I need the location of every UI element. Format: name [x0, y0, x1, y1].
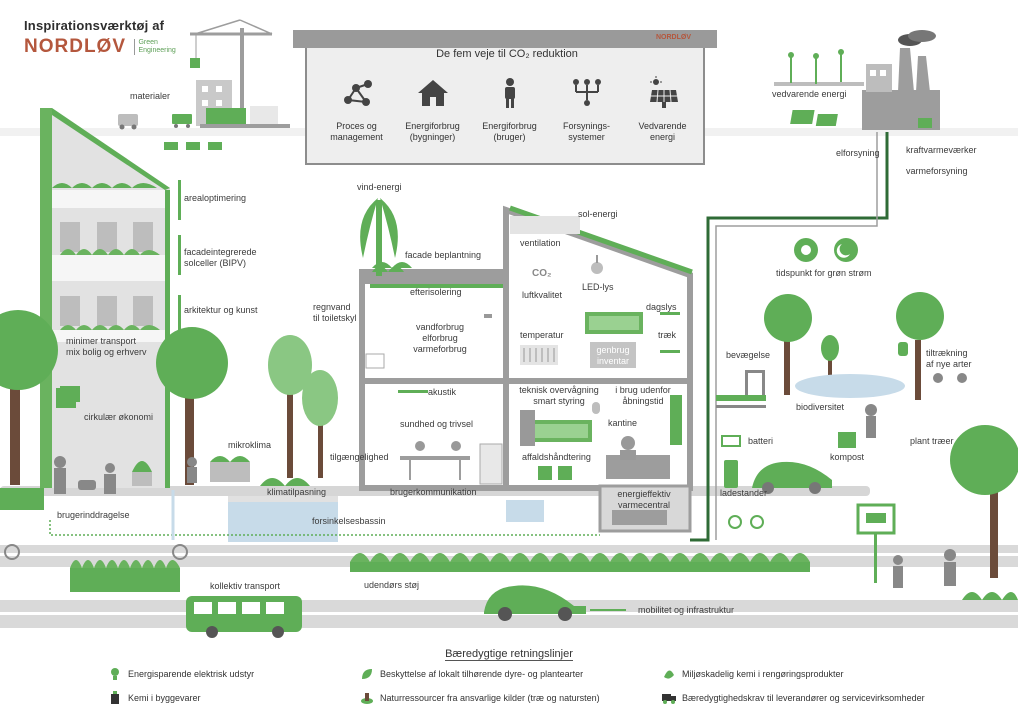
sign-header-bar: NORDLØV	[293, 30, 717, 48]
office-building	[228, 205, 693, 542]
sign-title: De fem veje til CO₂ reduktion	[436, 48, 578, 60]
guideline-item-2: Kemi i byggevarer	[108, 691, 201, 705]
network-icon	[343, 80, 372, 106]
bulb-icon	[111, 668, 119, 680]
label-udendors: udendørs støj	[364, 580, 420, 590]
guideline-item-5: Miljøskadelig kemi i rengøringsprodukter	[662, 667, 844, 681]
brand-tagline-line-2: Engineering	[138, 47, 176, 54]
way-supply-label: Forsynings-systemer	[562, 121, 610, 142]
label-sol: sol-energi	[578, 209, 618, 219]
guideline-item-1: Energisparende elektrisk udstyr	[108, 667, 254, 681]
label-ventilation: ventilation	[520, 238, 561, 248]
construction-site	[118, 19, 290, 150]
label-akustik: akustik	[428, 387, 457, 397]
power-plant	[774, 30, 940, 130]
label-temperatur: temperatur	[520, 330, 564, 340]
paint-bucket-icon	[111, 691, 119, 704]
park-elements	[716, 238, 1018, 600]
way-supply: Forsynings-systemer	[549, 76, 624, 143]
way-buildings-label: Energiforbrug(bygninger)	[405, 121, 460, 142]
tall-building	[40, 108, 181, 488]
label-brugerinddragelse: brugerinddragelse	[57, 510, 130, 520]
label-forsinkelsesbassin: forsinkelsesbassin	[312, 516, 386, 526]
label-mobilitet: mobilitet og infrastruktur	[638, 605, 735, 615]
label-facade-beplantning: facade beplantning	[405, 250, 482, 260]
truck-icon	[662, 694, 676, 704]
brand-logo: NORDLØV	[24, 36, 126, 57]
label-materialer: materialer	[130, 91, 171, 101]
spray-icon	[664, 670, 674, 679]
label-led: LED-lys	[582, 282, 614, 292]
label-elforsyning: elforsyning	[836, 148, 880, 158]
label-bevaegelse: bevægelse	[726, 350, 771, 360]
label-efterisolering: efterisolering	[410, 287, 462, 297]
label-batteri: batteri	[748, 436, 774, 446]
label-mikroklima: mikroklima	[228, 440, 272, 450]
label-kantine: kantine	[608, 418, 638, 428]
label-luftkvalitet: luftkvalitet	[522, 290, 563, 300]
label-klimatilpasning: klimatilpasning	[267, 487, 327, 497]
wind-turbine	[360, 198, 412, 276]
label-ladestander: ladestander	[720, 488, 768, 498]
label-tidspunkt: tidspunkt for grøn strøm	[776, 268, 872, 278]
leaf-icon	[362, 669, 372, 679]
guideline-item-3: Beskyttelse af lokalt tilhørende dyre- o…	[360, 667, 583, 681]
way-user: Energiforbrug(bruger)	[472, 76, 547, 143]
guidelines-title: Bæredygtige retningslinjer	[445, 648, 573, 661]
grid-icon	[572, 79, 601, 106]
label-arealoptimering: arealoptimering	[184, 193, 247, 203]
label-kraftvarme: kraftvarmeværker	[906, 145, 977, 155]
guideline-item-6: Bæredygtighedskrav til leverandører og s…	[662, 691, 925, 705]
brand-title: Inspirationsværktøj af	[24, 18, 165, 33]
label-varmeforsyning: varmeforsyning	[906, 166, 968, 176]
label-vedvarende: vedvarende energi	[772, 89, 847, 99]
left-ground-elements	[0, 388, 310, 560]
solar-panel-icon	[649, 76, 678, 108]
supply-lines	[49, 132, 889, 542]
label-plant: plant træer	[910, 436, 954, 446]
brand-tagline-line-1: Green	[138, 39, 158, 46]
street-elements	[70, 553, 810, 638]
label-kollektiv: kollektiv transport	[210, 581, 281, 591]
person-icon	[504, 78, 515, 108]
label-arkitektur: arkitektur og kunst	[184, 305, 258, 315]
trees	[0, 292, 1018, 578]
label-traek: træk	[658, 330, 676, 340]
sign-logo: NORDLØV	[656, 34, 691, 41]
guideline-item-4: Naturressourcer fra ansvarlige kilder (t…	[360, 691, 600, 705]
label-co2-badge: CO₂	[532, 268, 552, 279]
tree-stump-icon	[361, 693, 373, 704]
label-affald: affaldshåndtering	[522, 452, 591, 462]
way-user-label: Energiforbrug(bruger)	[482, 121, 537, 142]
label-vind: vind-energi	[357, 182, 402, 192]
way-buildings: Energiforbrug(bygninger)	[395, 76, 470, 143]
five-ways-sign: NORDLØV De fem veje til CO₂ reduktion Pr…	[293, 30, 717, 165]
label-biodiversitet: biodiversitet	[796, 402, 845, 412]
label-kompost: kompost	[830, 452, 865, 462]
label-sundhed: sundhed og trivsel	[400, 419, 474, 429]
house-icon	[417, 80, 448, 106]
label-cirkulaer: cirkulær økonomi	[84, 412, 154, 422]
label-dagslys: dagslys	[646, 302, 677, 312]
label-tilgaengelighed: tilgængelighed	[330, 452, 389, 462]
label-brugerkommunikation: brugerkommunikation	[390, 487, 477, 497]
road-lane-upper	[0, 553, 1018, 556]
